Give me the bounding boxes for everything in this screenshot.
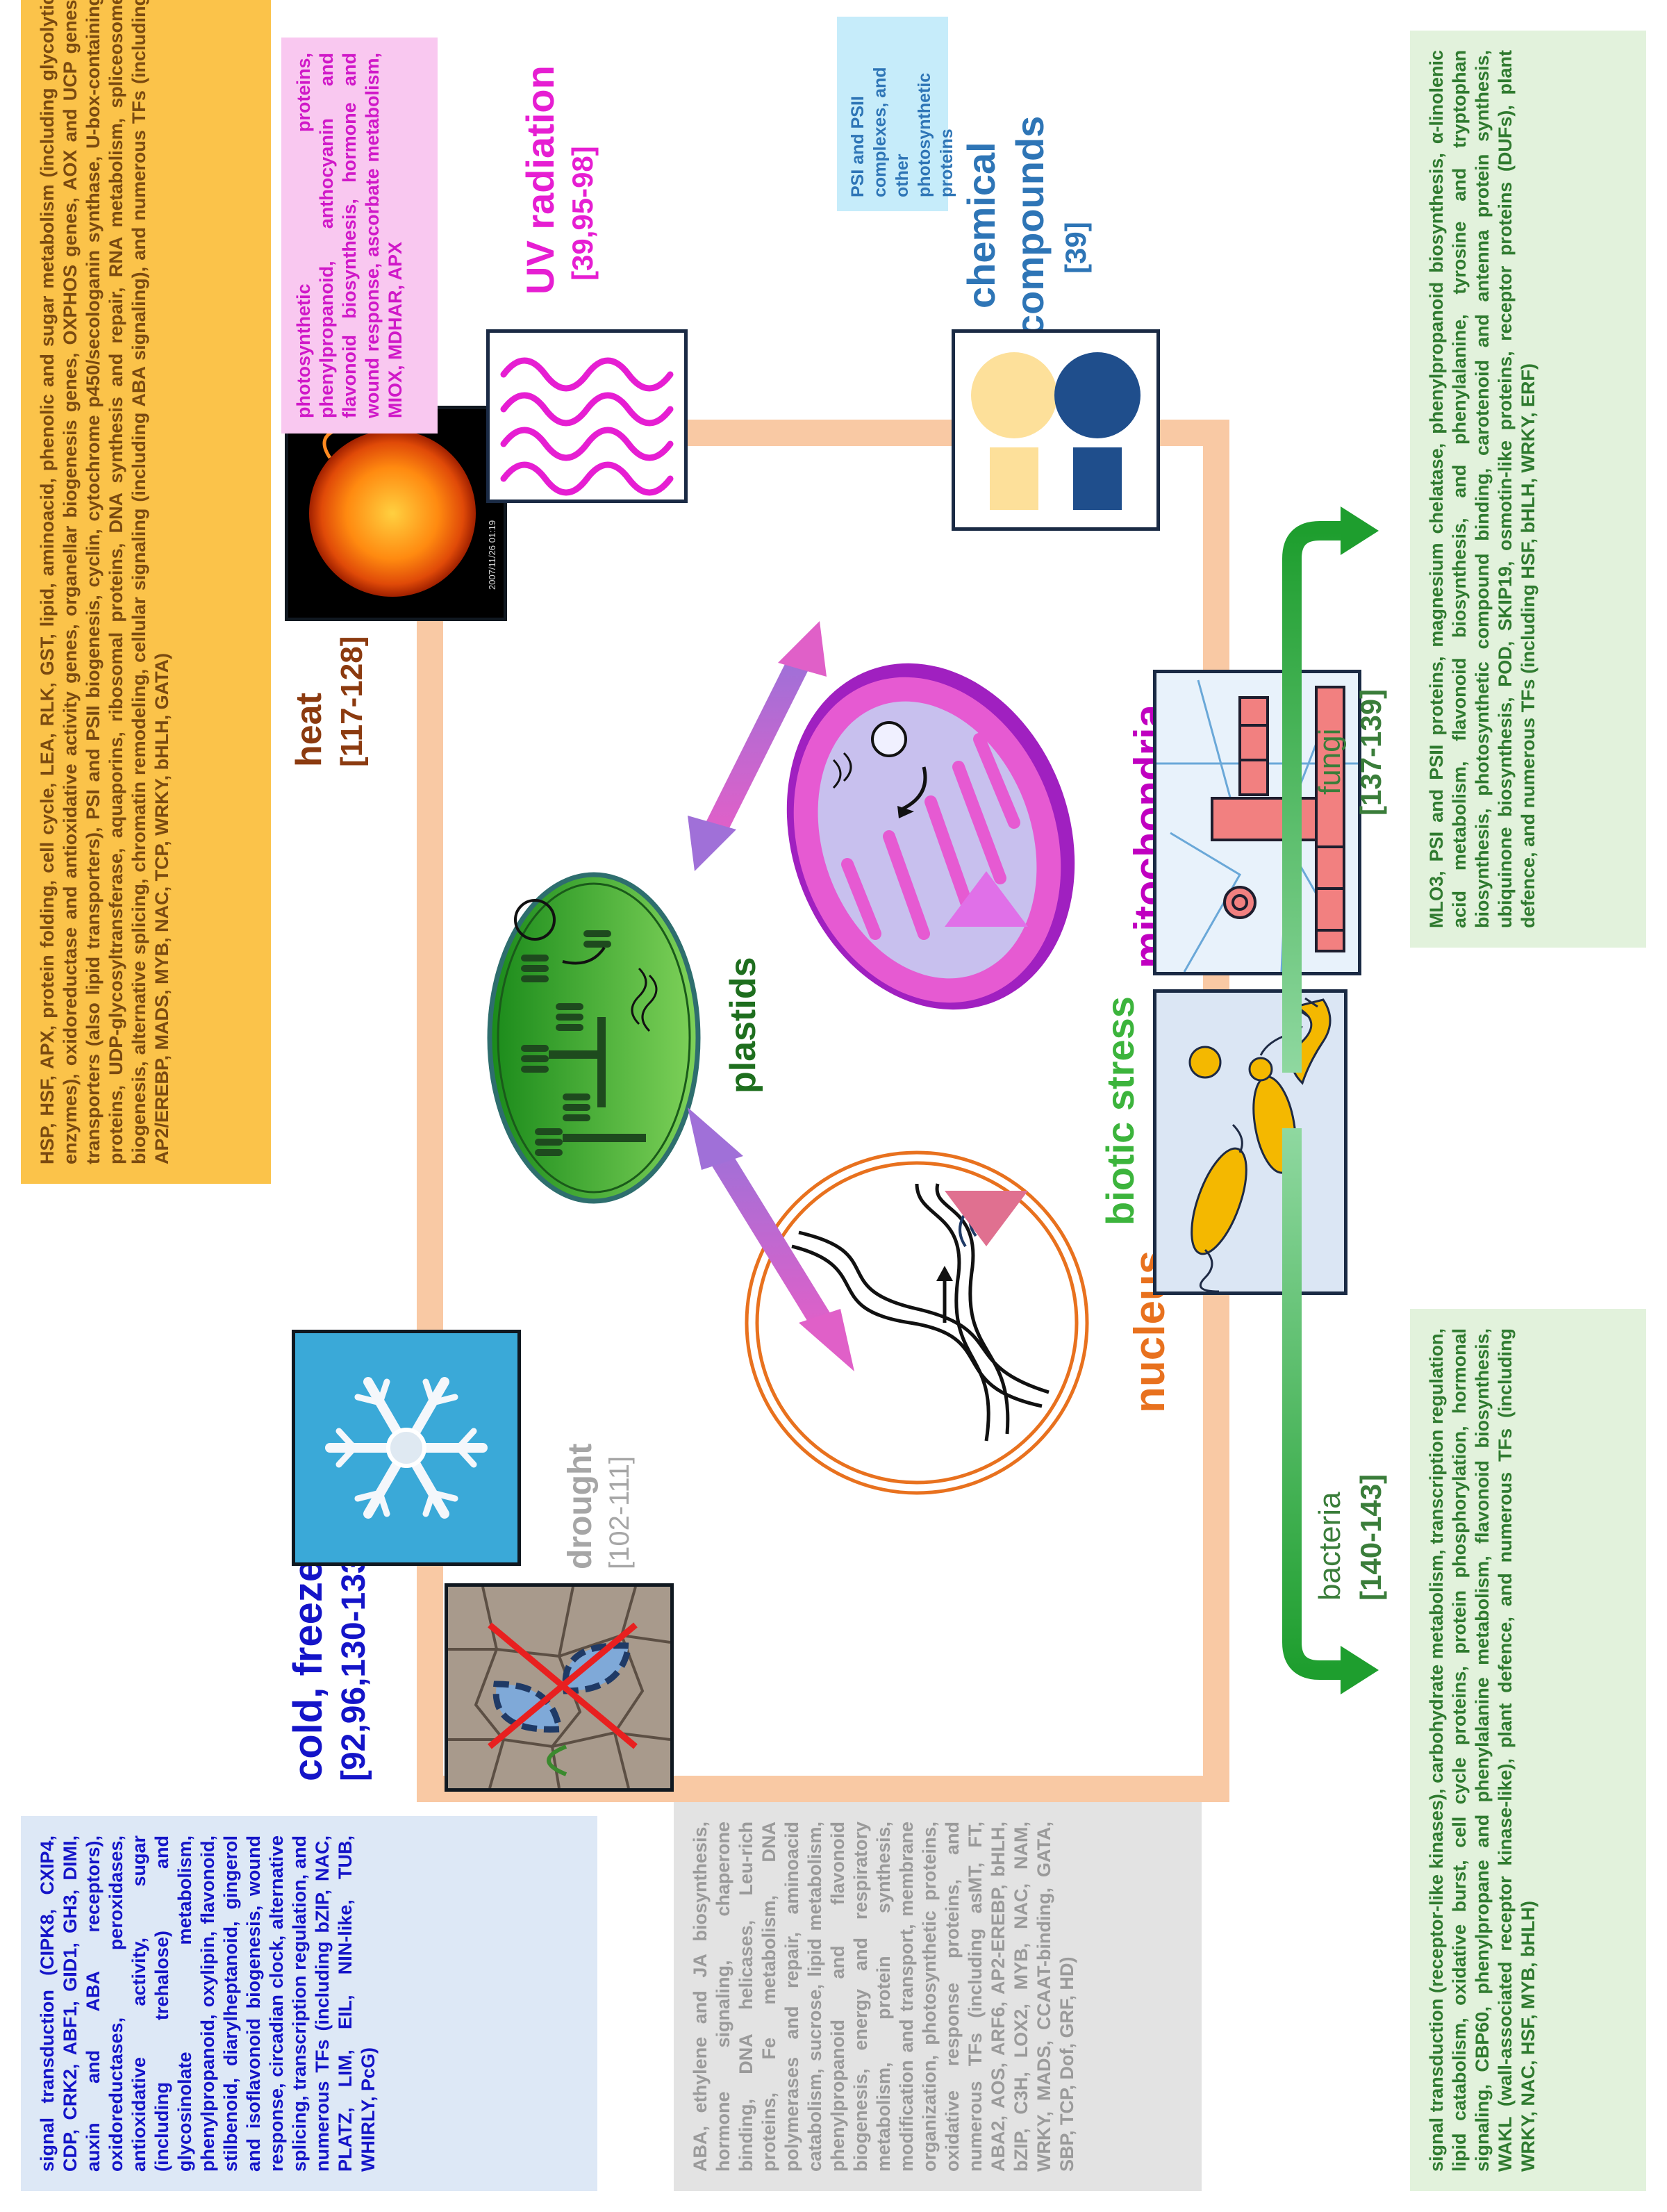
bacteria-genes-box: signal transduction (receptor-like kinas…: [1410, 1309, 1646, 2191]
bacteria-refs: [140-143]: [1354, 1474, 1388, 1601]
fungi-genes-text: MLO3, PSI and PSII proteins, magnesium c…: [1426, 50, 1539, 928]
arrow-to-bacteria: [1292, 1128, 1379, 1694]
bacteria-title: bacteria: [1313, 1492, 1347, 1601]
bacteria-genes-text: signal transduction (receptor-like kinas…: [1426, 1328, 1539, 2172]
fungi-title: fungi: [1313, 729, 1347, 795]
fungi-refs: [137-139]: [1354, 689, 1388, 816]
fungi-genes-box: MLO3, PSI and PSII proteins, magnesium c…: [1410, 31, 1646, 948]
